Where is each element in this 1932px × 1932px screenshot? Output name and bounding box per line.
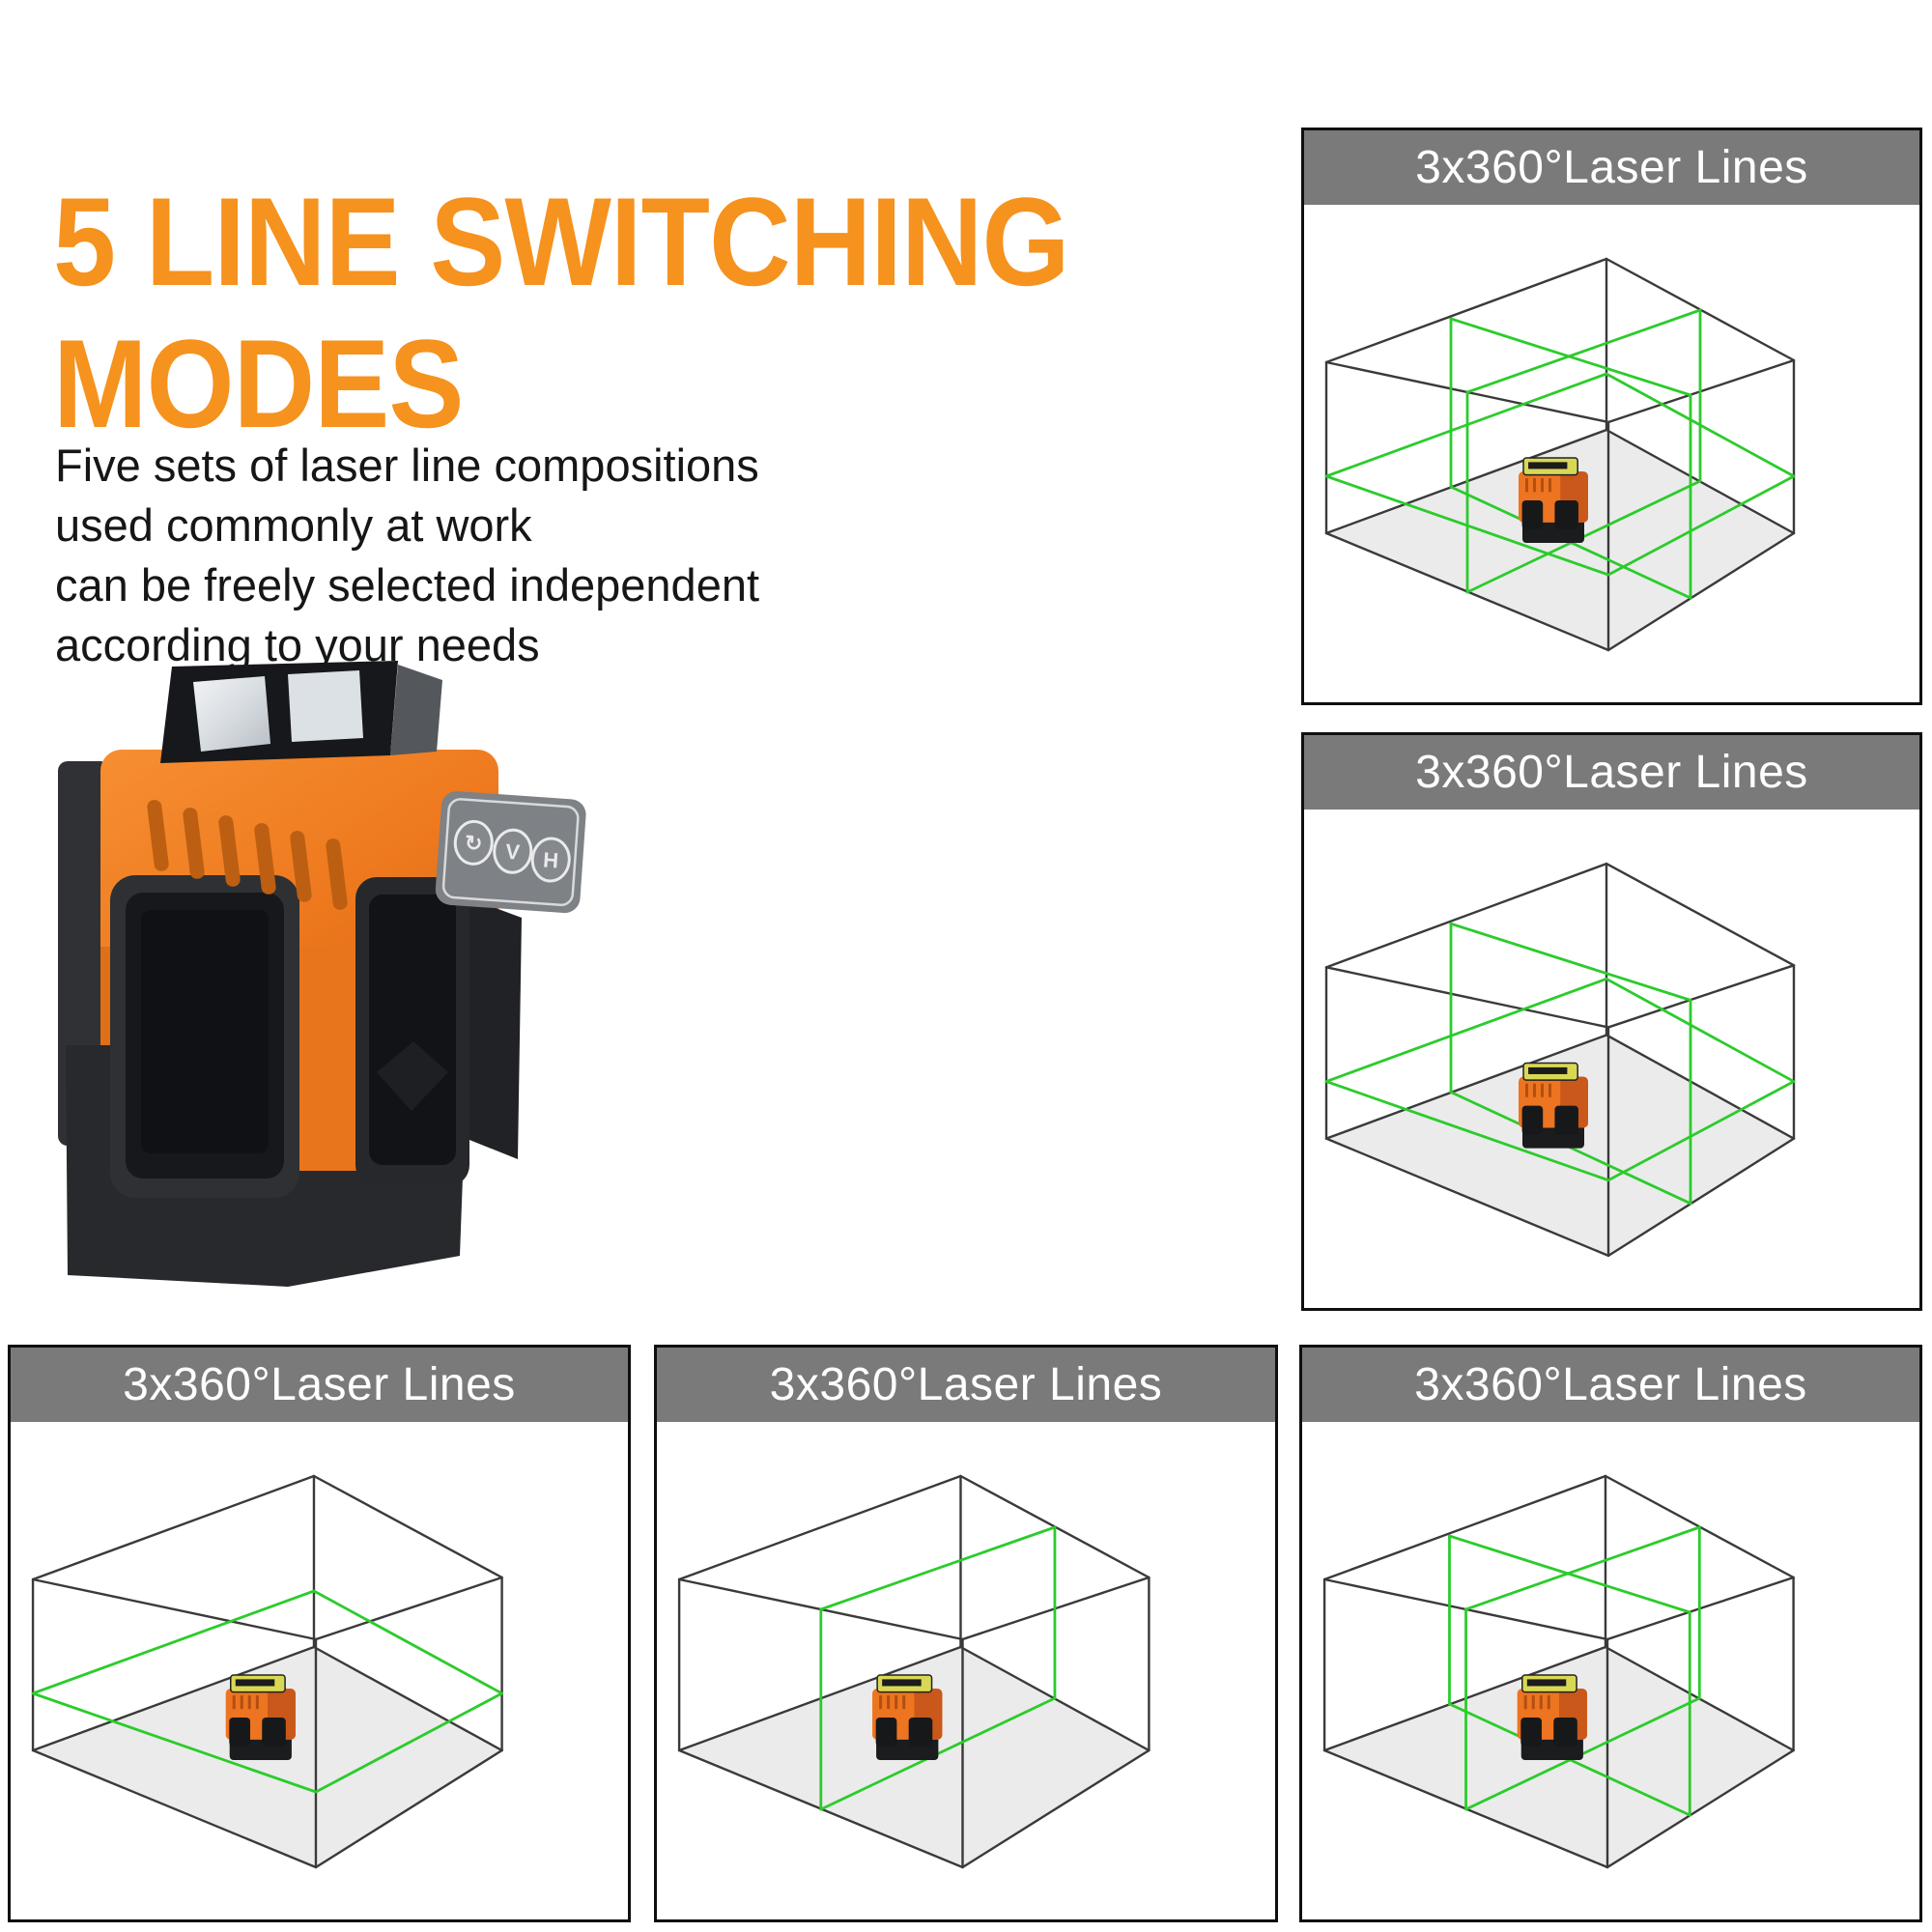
laser-mode-panel-top-right: 3x360°Laser Lines bbox=[1301, 128, 1922, 705]
room-diagram bbox=[1302, 1422, 1919, 1919]
horizontal-button: H bbox=[530, 837, 571, 883]
laser-level-marker bbox=[872, 1674, 943, 1760]
laser-mode-panel-bottom-middle: 3x360°Laser Lines bbox=[654, 1345, 1278, 1922]
mode-button-icon: ↻ bbox=[464, 831, 483, 856]
device-center-column bbox=[296, 947, 365, 1171]
laser-window-left bbox=[110, 875, 299, 1198]
description-line: Five sets of laser line compositions bbox=[55, 440, 759, 491]
page-description: Five sets of laser line compositions use… bbox=[55, 436, 759, 675]
title-line-1: 5 LINE SWITCHING bbox=[53, 171, 1070, 313]
laser-level-marker bbox=[1517, 1674, 1587, 1760]
laser-level-marker bbox=[1519, 457, 1588, 543]
vent-slots bbox=[147, 800, 348, 910]
panel-header-label: 3x360°Laser Lines bbox=[1414, 1359, 1807, 1410]
room-diagram bbox=[11, 1422, 628, 1919]
room-diagram bbox=[657, 1422, 1275, 1919]
glass-pane-left bbox=[193, 676, 270, 752]
laser-level-marker bbox=[225, 1674, 296, 1760]
laser-level-illustration: ↻ V H bbox=[58, 661, 586, 1287]
panel-header-label: 3x360°Laser Lines bbox=[1415, 142, 1808, 193]
room-diagram-svg bbox=[31, 1474, 503, 1869]
mode-button: ↻ bbox=[453, 819, 494, 866]
laser-window-right bbox=[355, 877, 522, 1186]
room-diagram-svg bbox=[1324, 257, 1796, 652]
product-image: ↻ V H bbox=[58, 657, 734, 1314]
vertical-button-label: V bbox=[505, 839, 522, 865]
panel-header-label: 3x360°Laser Lines bbox=[1415, 747, 1808, 798]
vertical-button: V bbox=[493, 828, 533, 874]
description-line: used commonly at work bbox=[55, 499, 532, 551]
device-top-assembly bbox=[160, 661, 442, 763]
laser-plane-h bbox=[31, 1589, 503, 1794]
laser-level-marker bbox=[1519, 1062, 1588, 1149]
glass-pane-right bbox=[288, 670, 363, 742]
description-line: according to your needs bbox=[55, 619, 540, 670]
room-diagram-svg bbox=[677, 1474, 1151, 1869]
panel-header: 3x360°Laser Lines bbox=[1302, 1348, 1919, 1422]
panel-header-label: 3x360°Laser Lines bbox=[769, 1359, 1163, 1410]
room-diagram bbox=[1304, 810, 1919, 1308]
laser-plane-h bbox=[1324, 372, 1796, 577]
panel-header: 3x360°Laser Lines bbox=[11, 1348, 628, 1422]
horizontal-button-label: H bbox=[542, 847, 559, 872]
laser-plane-h bbox=[1324, 977, 1796, 1182]
control-panel: ↻ V H bbox=[435, 791, 586, 914]
room-diagram bbox=[1304, 205, 1919, 702]
room-diagram-svg bbox=[1322, 1474, 1795, 1869]
laser-mode-panel-bottom-right: 3x360°Laser Lines bbox=[1299, 1345, 1922, 1922]
panel-header: 3x360°Laser Lines bbox=[1304, 735, 1919, 810]
laser-mode-panel-bottom-left: 3x360°Laser Lines bbox=[8, 1345, 631, 1922]
room-diagram-svg bbox=[1324, 862, 1796, 1258]
laser-mode-panel-middle-right: 3x360°Laser Lines bbox=[1301, 732, 1922, 1311]
panel-header-label: 3x360°Laser Lines bbox=[123, 1359, 516, 1410]
panel-header: 3x360°Laser Lines bbox=[1304, 130, 1919, 205]
description-line: can be freely selected independent bbox=[55, 559, 760, 611]
panel-header: 3x360°Laser Lines bbox=[657, 1348, 1275, 1422]
title-line-2: MODES bbox=[53, 313, 464, 455]
